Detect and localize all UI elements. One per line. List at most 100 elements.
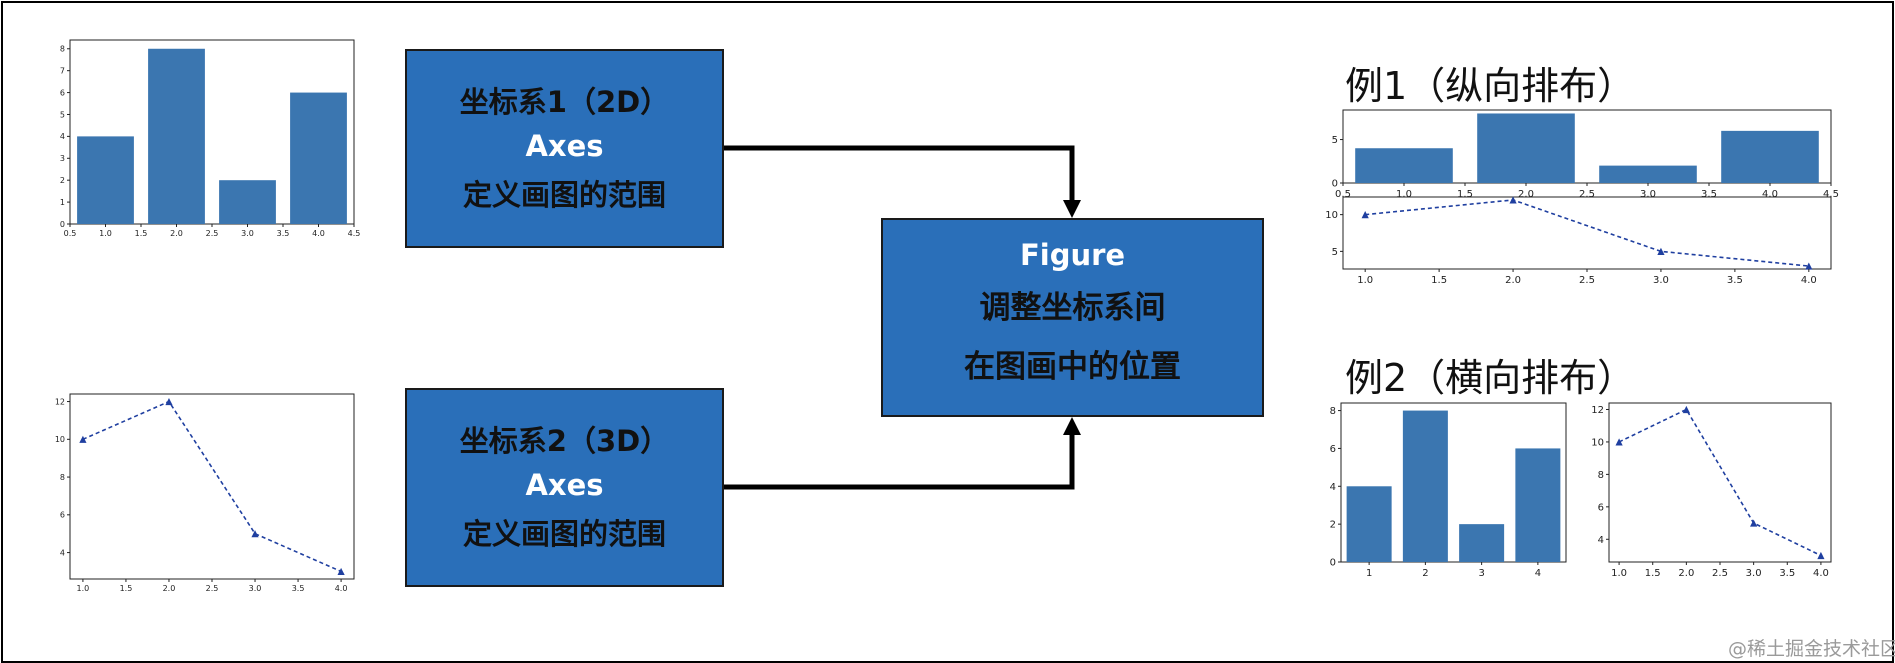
ex1_bar-ytick-label: 5 <box>1332 135 1338 146</box>
ex1_line-point <box>1509 196 1517 204</box>
ex2_line-xtick-label: 2.5 <box>1712 568 1728 579</box>
ex2_line-xtick-label: 4.0 <box>1813 568 1829 579</box>
left_line-frame <box>69 393 355 580</box>
ex2_bar-xtick-label: 3 <box>1478 568 1484 579</box>
ex1_line-xtick-label: 3.5 <box>1727 275 1743 286</box>
ex1_bar-xtick-label: 2.0 <box>1518 189 1534 200</box>
ex1_line-series-line <box>1365 199 1809 267</box>
figure-box: Figure 调整坐标系间 在图画中的位置 <box>881 218 1264 417</box>
ex1_line-xtick-label: 1.5 <box>1431 275 1447 286</box>
left_bar-xtick-label: 3.0 <box>241 229 254 238</box>
left_line-point <box>79 435 87 443</box>
ex2_bar-xtick-label: 1 <box>1366 568 1372 579</box>
ex1_line-xtick-label: 2.0 <box>1505 275 1521 286</box>
ex2_bar-bar <box>1402 410 1448 562</box>
ex2_line-ytick-label: 12 <box>1591 405 1604 416</box>
left_bar-xtick-label: 2.5 <box>206 229 219 238</box>
ex2_line-ytick-label: 8 <box>1598 470 1604 481</box>
ex2_line-point <box>1615 438 1623 446</box>
left_line-point <box>337 567 345 576</box>
axes-2d-label: Axes <box>525 129 604 163</box>
left_line-point <box>251 530 259 538</box>
ex2_line-xtick-label: 3.0 <box>1746 568 1762 579</box>
left_line-xtick-label: 2.0 <box>163 584 176 593</box>
axes-3d-box: 坐标系2（3D） Axes 定义画图的范围 <box>405 388 724 587</box>
ex2_line-ytick-label: 6 <box>1598 502 1604 513</box>
left_bar-xtick-label: 2.0 <box>170 229 183 238</box>
ex1_line-ytick-label: 5 <box>1332 247 1338 258</box>
left_line-xtick-label: 4.0 <box>335 584 348 593</box>
connector-arrows <box>724 145 1081 490</box>
left_line-ytick-label: 4 <box>60 548 65 557</box>
left_bar-bar <box>148 48 205 225</box>
ex2_bar-ytick-label: 6 <box>1330 444 1336 455</box>
ex1_bar-xtick-label: 3.5 <box>1701 189 1717 200</box>
arrow-axes-2d-to-figure <box>724 145 1075 202</box>
axes-3d-label: Axes <box>525 468 604 502</box>
ex1_line-xtick-label: 4.0 <box>1801 275 1817 286</box>
figure-title: Figure <box>1019 238 1126 272</box>
ex2_bar-ytick-label: 0 <box>1330 558 1336 569</box>
left_line-point <box>165 397 173 406</box>
ex2_line-frame <box>1608 402 1832 563</box>
left_bar-xtick-label: 3.5 <box>277 229 290 238</box>
left_line-ytick-label: 8 <box>60 473 65 482</box>
left_bar-bar <box>290 92 347 224</box>
left_bar-bar <box>77 136 134 224</box>
ex1_bar-xtick-label: 3.0 <box>1640 189 1656 200</box>
ex1_line-xtick-label: 3.0 <box>1653 275 1669 286</box>
ex1_line-ytick-label: 10 <box>1325 210 1338 221</box>
left_bar-xtick-label: 0.5 <box>64 229 77 238</box>
axes-2d-title: 坐标系1（2D） <box>459 85 670 119</box>
ex1_line-point <box>1805 262 1813 270</box>
left_bar-ytick-label: 2 <box>60 176 65 185</box>
ex2_bar-xtick-label: 2 <box>1422 568 1428 579</box>
left_bar-bar <box>219 180 276 224</box>
axes-3d-desc: 定义画图的范围 <box>462 517 666 551</box>
left_line-xtick-label: 3.0 <box>249 584 262 593</box>
ex2_bar-frame <box>1340 402 1567 563</box>
left_bar-ytick-label: 3 <box>60 154 65 163</box>
example-2-title: 例2（横向排布） <box>1345 356 1636 400</box>
watermark: @稀土掘金技术社区 <box>1728 638 1895 660</box>
left_bar-ytick-label: 7 <box>60 66 65 75</box>
ex2_line-ytick-label: 4 <box>1598 535 1604 546</box>
example-1-title: 例1（纵向排布） <box>1345 64 1636 108</box>
left_bar-xtick-label: 4.5 <box>348 229 361 238</box>
ex1_bar-bar <box>1355 148 1453 183</box>
ex2_bar-ytick-label: 4 <box>1330 482 1336 493</box>
ex2_bar-bar <box>1346 486 1392 562</box>
ex1_bar-xtick-label: 1.0 <box>1396 189 1412 200</box>
figure-desc-2: 在图画中的位置 <box>964 349 1181 385</box>
ex2_line-xtick-label: 3.5 <box>1779 568 1795 579</box>
left_bar-xtick-label: 1.0 <box>99 229 112 238</box>
ex2_line-series-line <box>1618 408 1822 557</box>
ex1_bar-bar <box>1721 130 1819 183</box>
ex2_bar-xtick-label: 4 <box>1535 568 1541 579</box>
arrow-head-bottom <box>1063 417 1081 435</box>
axes-3d-title: 坐标系2（3D） <box>459 424 670 458</box>
ex1_bar-ytick-label: 0 <box>1332 179 1338 190</box>
ex1_line-point <box>1657 247 1665 255</box>
ex1_bar-xtick-label: 4.5 <box>1823 189 1839 200</box>
ex1_bar-bar <box>1599 165 1697 183</box>
left_bar-ytick-label: 5 <box>60 110 65 119</box>
ex1_line-frame <box>1342 196 1832 270</box>
left_bar-ytick-label: 0 <box>60 220 65 229</box>
left_bar-ytick-label: 6 <box>60 88 65 97</box>
left_line-xtick-label: 3.5 <box>292 584 305 593</box>
ex2_line-ytick-label: 10 <box>1591 437 1604 448</box>
ex2_line-xtick-label: 1.5 <box>1645 568 1661 579</box>
left_bar-xtick-label: 4.0 <box>312 229 325 238</box>
ex2_bar-ytick-label: 2 <box>1330 520 1336 531</box>
ex2_bar-bar <box>1515 448 1561 562</box>
ex1_bar-xtick-label: 4.0 <box>1762 189 1778 200</box>
ex2_line-xtick-label: 1.0 <box>1611 568 1627 579</box>
ex1_line-xtick-label: 2.5 <box>1579 275 1595 286</box>
left_bar-ytick-label: 1 <box>60 198 65 207</box>
ex1_bar-xtick-label: 1.5 <box>1457 189 1473 200</box>
